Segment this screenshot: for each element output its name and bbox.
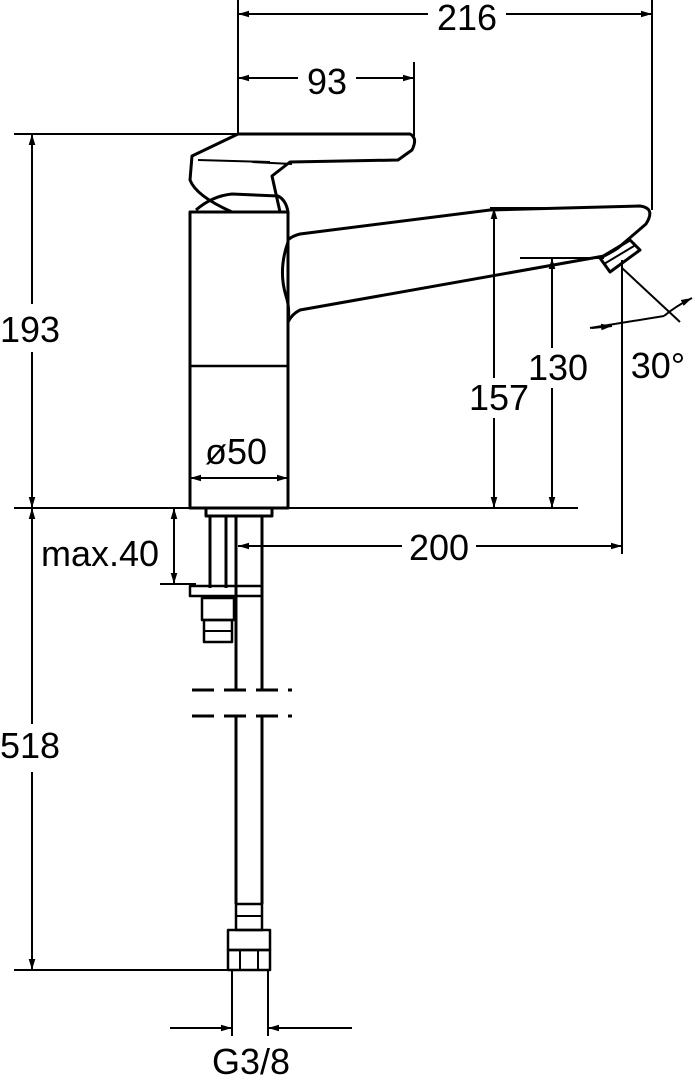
aerator: [598, 238, 642, 274]
aerator-line: [603, 245, 635, 265]
label-130: 130: [528, 347, 588, 388]
lever-handle-detail: [197, 159, 293, 165]
dimline-30-left: [591, 323, 613, 331]
label-backgrounds: [0, 0, 592, 1080]
hose-union-nut: [226, 928, 272, 952]
label-93: 93: [307, 61, 347, 102]
dimline-30-arc: [663, 297, 693, 317]
label-157: 157: [469, 377, 529, 418]
lever-handle: [188, 132, 417, 214]
hose-union-nut-lower: [226, 948, 272, 972]
spout-curve: [281, 241, 291, 323]
label-diameter-50: ø50: [205, 431, 267, 472]
label-518: 518: [0, 725, 60, 766]
base-plate: [204, 508, 274, 518]
fixing-nut: [200, 596, 236, 622]
lever-cap: [195, 192, 290, 213]
fixing-plate: [188, 584, 264, 598]
label-g3-8: G3/8: [212, 1041, 290, 1080]
label-200: 200: [409, 527, 469, 568]
label-216: 216: [437, 0, 497, 38]
dimension-lines: [28, 10, 693, 1032]
label-30-degrees: 30°: [631, 345, 685, 386]
spout: [286, 204, 652, 323]
label-max-40: max.40: [41, 533, 159, 574]
extension-lines: [14, 0, 681, 1036]
label-193: 193: [0, 309, 60, 350]
ext-angle-ray: [621, 267, 681, 323]
